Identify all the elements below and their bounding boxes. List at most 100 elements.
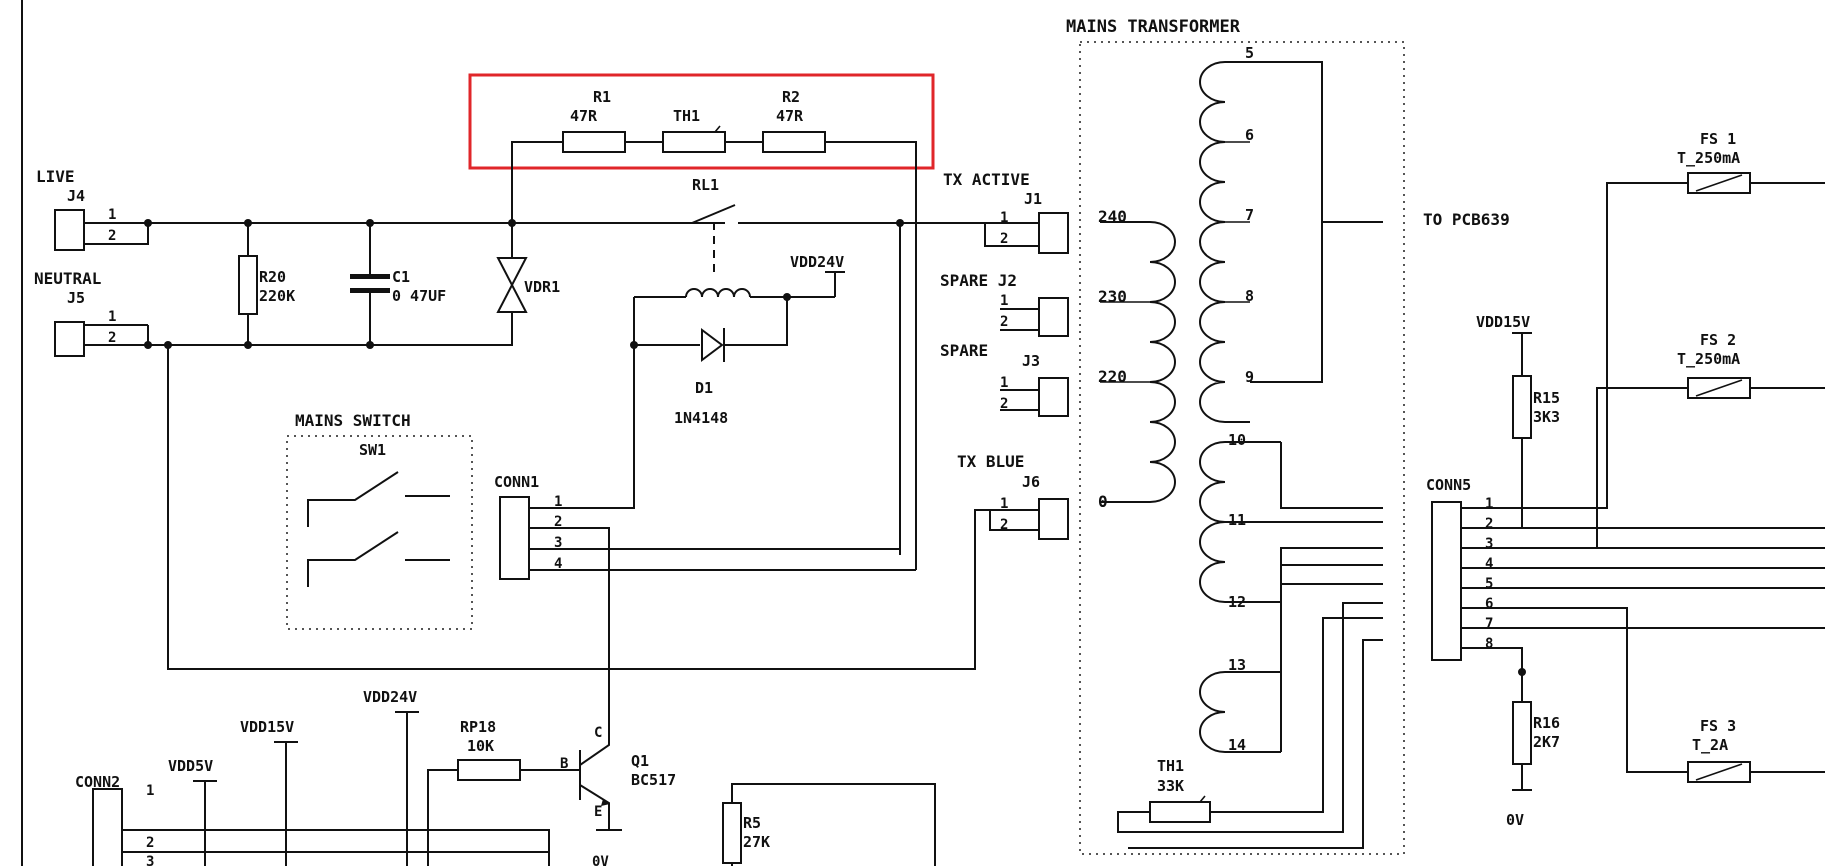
j4-label: J4: [67, 187, 85, 205]
vdr1-symbol: [496, 257, 528, 313]
q1-collector-label: C: [594, 725, 602, 741]
d1-diode: [701, 328, 724, 362]
th1b-wires: [1117, 602, 1383, 833]
conn2-label: CONN2: [75, 773, 120, 791]
tap-220: 220: [1098, 367, 1127, 386]
d1-value: 1N4148: [674, 409, 728, 427]
conn2-connector: [92, 788, 123, 866]
rl1-coil: [634, 271, 845, 298]
j2-pin2: 2: [1000, 314, 1008, 330]
pin-12: 12: [1228, 593, 1246, 611]
th1-tick: [714, 125, 721, 133]
conn5-pin6: 6: [1485, 596, 1493, 612]
r16-label: R16: [1533, 714, 1560, 732]
live-label: LIVE: [36, 167, 75, 186]
secondary-winding-c: [1199, 671, 1281, 753]
vdd24v-a-label: VDD24V: [790, 253, 844, 271]
to-pcb-label: TO PCB639: [1423, 210, 1510, 229]
fs3-fuse-slash: [1695, 763, 1743, 781]
conn1-connector: [499, 496, 530, 580]
conn5-pin8: 8: [1485, 636, 1493, 652]
q1-transistor: [579, 735, 622, 831]
r15-label: R15: [1533, 389, 1560, 407]
secondary-a-taps: [1225, 141, 1250, 303]
conn5-pin5: 5: [1485, 576, 1493, 592]
j5-label: J5: [67, 289, 85, 307]
r2-resistor: [762, 131, 826, 153]
conn5-pin7: 7: [1485, 616, 1493, 632]
pin-9: 9: [1245, 368, 1254, 386]
pin-7: 7: [1245, 206, 1254, 224]
r5-wire: [731, 783, 936, 866]
q1-label: Q1: [631, 752, 649, 770]
primary-taps: [1100, 301, 1150, 383]
j1-pin1: 1: [1000, 210, 1008, 226]
mains-transformer-box: [1079, 41, 1405, 855]
r5-resistor: [722, 802, 742, 864]
j1-connector: [1038, 212, 1069, 254]
conn2-wires: [122, 829, 550, 866]
conn5-fs2-wire: [1461, 387, 1825, 549]
spare-j2-label: SPARE J2: [940, 271, 1017, 290]
r2-label: R2: [782, 88, 800, 106]
j2-pins: [1000, 308, 1039, 331]
junction-dot: [244, 219, 252, 227]
pin-6: 6: [1245, 126, 1254, 144]
rp18-label: RP18: [460, 718, 496, 736]
conn1-wires: [529, 507, 916, 735]
fs2-fuse-slash: [1695, 379, 1743, 397]
junction-dot: [508, 219, 516, 227]
j1-label: J1: [1024, 190, 1042, 208]
conn5-label: CONN5: [1426, 476, 1471, 494]
junction-dot: [630, 341, 638, 349]
r15-resistor: [1512, 375, 1532, 439]
conn1-label: CONN1: [494, 473, 539, 491]
rp18-resistor: [457, 759, 521, 781]
conn5-wire-1: [1461, 182, 1825, 509]
fs2-label: FS 2: [1700, 331, 1736, 349]
secondary-c-wires: [1280, 564, 1383, 752]
zero-v-b-label: 0V: [592, 854, 609, 866]
tap-230: 230: [1098, 287, 1127, 306]
conn5-pin4: 4: [1485, 556, 1493, 572]
th1b-extra: [1128, 639, 1383, 849]
junction-dot: [366, 219, 374, 227]
r5-label: R5: [743, 814, 761, 832]
mains-switch-box: [286, 435, 473, 630]
junction-dot: [144, 219, 152, 227]
d1-label: D1: [695, 379, 713, 397]
junction-dot: [244, 341, 252, 349]
j5-pin1: 1: [108, 309, 116, 325]
conn1-pin1: 1: [554, 494, 562, 510]
r16-resistor: [1512, 701, 1532, 765]
j3-label: J3: [1022, 352, 1040, 370]
r5-value: 27K: [743, 833, 770, 851]
j3-connector: [1038, 377, 1069, 417]
highlight-box: [468, 73, 935, 170]
tap-0: 0: [1098, 492, 1108, 511]
conn5-pin2: 2: [1485, 516, 1493, 532]
r1-resistor: [562, 131, 626, 153]
conn1-pin3: 3: [554, 535, 562, 551]
th1b-thermistor: [1149, 801, 1211, 823]
junction-dot: [144, 341, 152, 349]
th1b-tick: [1199, 795, 1206, 803]
secondary-winding-a: [1199, 61, 1250, 423]
c1-label: C1: [392, 268, 410, 286]
q1-value: BC517: [631, 771, 676, 789]
j5-pin2: 2: [108, 330, 116, 346]
j1-pins: [900, 222, 1039, 247]
rp18-value: 10K: [467, 737, 494, 755]
spare-j3-label: SPARE: [940, 341, 988, 360]
pin-5: 5: [1245, 44, 1254, 62]
tap-240: 240: [1098, 207, 1127, 226]
zero-v-label: 0V: [1506, 811, 1524, 829]
secondary-a-bus: [1250, 61, 1383, 383]
pin-10: 10: [1228, 431, 1246, 449]
r20-resistor: [238, 255, 258, 315]
th1-thermistor: [662, 131, 726, 153]
j6-connector: [1038, 498, 1069, 540]
fs1-label: FS 1: [1700, 130, 1736, 148]
rl1-label: RL1: [692, 176, 719, 194]
